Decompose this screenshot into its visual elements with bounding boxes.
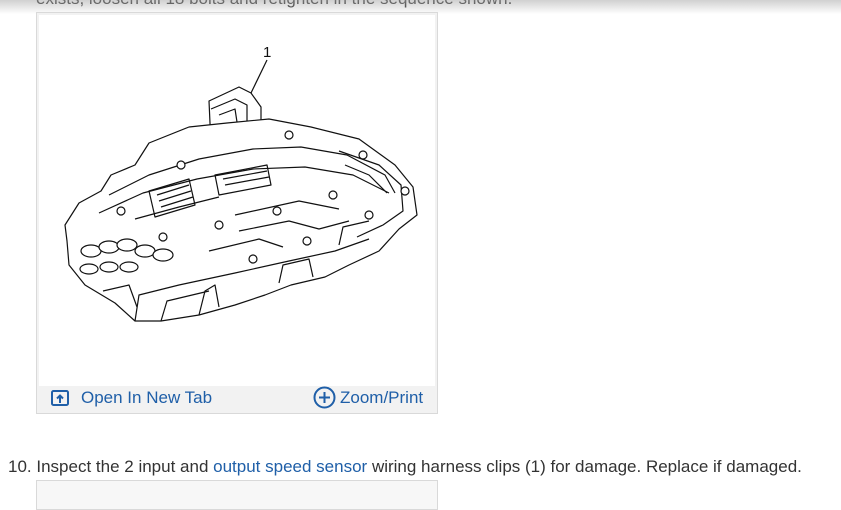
output-speed-sensor-link[interactable]: output speed sensor <box>213 457 368 476</box>
zoom-print-label: Zoom/Print <box>340 387 424 407</box>
zoom-print-button[interactable]: Zoom/Print <box>313 386 423 409</box>
callout-number: 1 <box>263 44 271 61</box>
step-10: 10. Inspect the 2 input and output speed… <box>8 457 802 477</box>
open-in-new-tab-label: Open In New Tab <box>81 388 213 407</box>
callout-leader-line <box>250 59 268 94</box>
intro-text: exists, loosen all 18 bolts and retighte… <box>36 0 512 9</box>
open-in-new-tab-button[interactable]: Open In New Tab <box>50 388 212 408</box>
figure-card: 1 Open In New Tab Zoom/Print <box>36 12 438 414</box>
figure-toolbar: Open In New Tab Zoom/Print <box>37 386 437 414</box>
open-in-new-tab-icon <box>50 388 70 408</box>
step-number: 10. <box>8 457 32 476</box>
step-text-before: Inspect the 2 input and <box>36 457 209 476</box>
valve-body-illustration[interactable]: 1 <box>39 15 435 386</box>
next-figure-card <box>36 480 438 510</box>
step-text-after: wiring harness clips (1) for damage. Rep… <box>371 457 802 476</box>
plus-circle-icon <box>313 386 336 409</box>
